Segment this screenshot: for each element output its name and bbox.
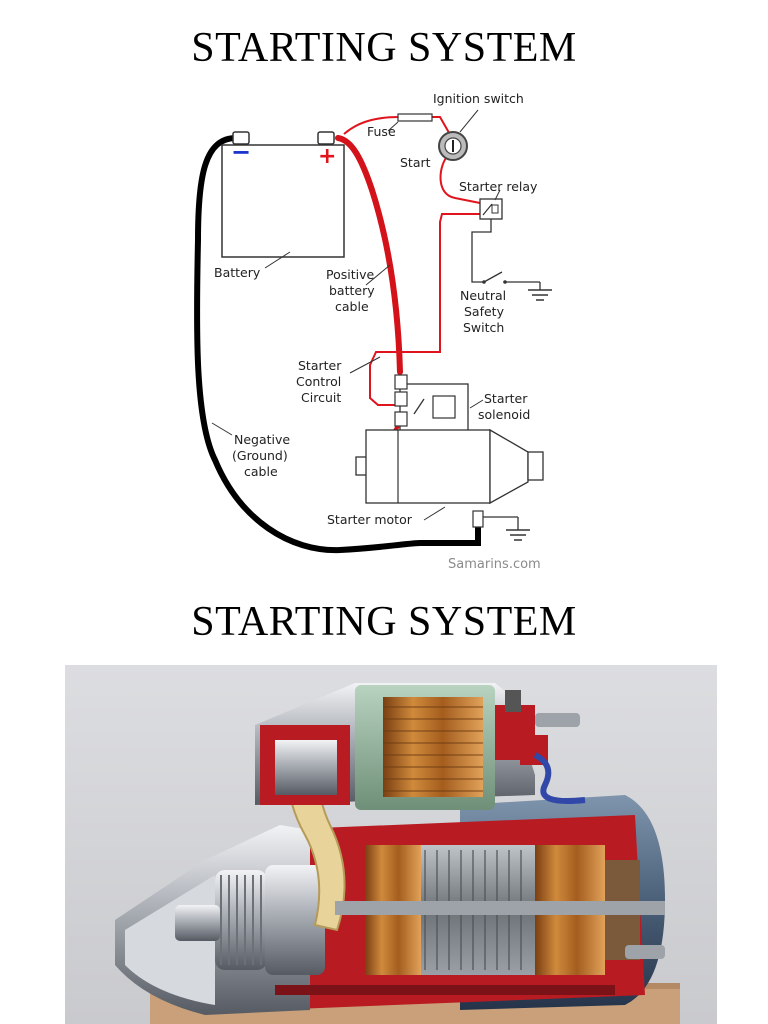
neutral-safety-wire (471, 219, 492, 283)
label-neutral-2: Safety (464, 304, 505, 319)
label-battery: Battery (214, 265, 261, 280)
label-starter-motor: Starter motor (327, 512, 413, 527)
label-solenoid-2: solenoid (478, 407, 530, 422)
starter-motor-cutaway-photo (65, 665, 717, 1024)
label-negative-2: (Ground) (232, 448, 288, 463)
label-fuse: Fuse (367, 124, 396, 139)
ground-symbol-icon (528, 282, 552, 301)
label-start: Start (400, 155, 431, 170)
battery-positive-terminal (317, 131, 335, 145)
positive-battery-cable (335, 135, 403, 375)
label-positive-1: Positive (326, 267, 374, 282)
label-neutral-3: Switch (463, 320, 504, 335)
label-ignition-switch: Ignition switch (433, 91, 524, 106)
negative-sign: − (231, 138, 251, 166)
label-negative-3: cable (244, 464, 278, 479)
ignition-to-relay-wire (439, 157, 481, 204)
relay-to-control-wire (369, 213, 480, 406)
motor-ground-terminal (472, 510, 530, 541)
slide-title-top: STARTING SYSTEM (191, 25, 577, 71)
label-control-1: Starter (298, 358, 342, 373)
starter-motor (355, 428, 544, 505)
negative-ground-cable (193, 135, 481, 554)
battery (221, 144, 345, 258)
label-starter-relay: Starter relay (459, 179, 538, 194)
fuse (397, 113, 433, 122)
starting-system-wiring-diagram: − + (193, 91, 552, 572)
label-neutral-1: Neutral (460, 288, 506, 303)
label-negative-1: Negative (234, 432, 290, 447)
label-positive-3: cable (335, 299, 369, 314)
label-positive-2: battery (329, 283, 375, 298)
slide-title-bottom: STARTING SYSTEM (191, 599, 577, 645)
credit-text: Samarins.com (448, 557, 541, 572)
label-solenoid-1: Starter (484, 391, 528, 406)
positive-sign: + (318, 144, 336, 169)
starter-relay (479, 198, 503, 220)
label-control-3: Circuit (301, 390, 341, 405)
label-control-2: Control (296, 374, 341, 389)
battery-negative-terminal (232, 131, 250, 145)
